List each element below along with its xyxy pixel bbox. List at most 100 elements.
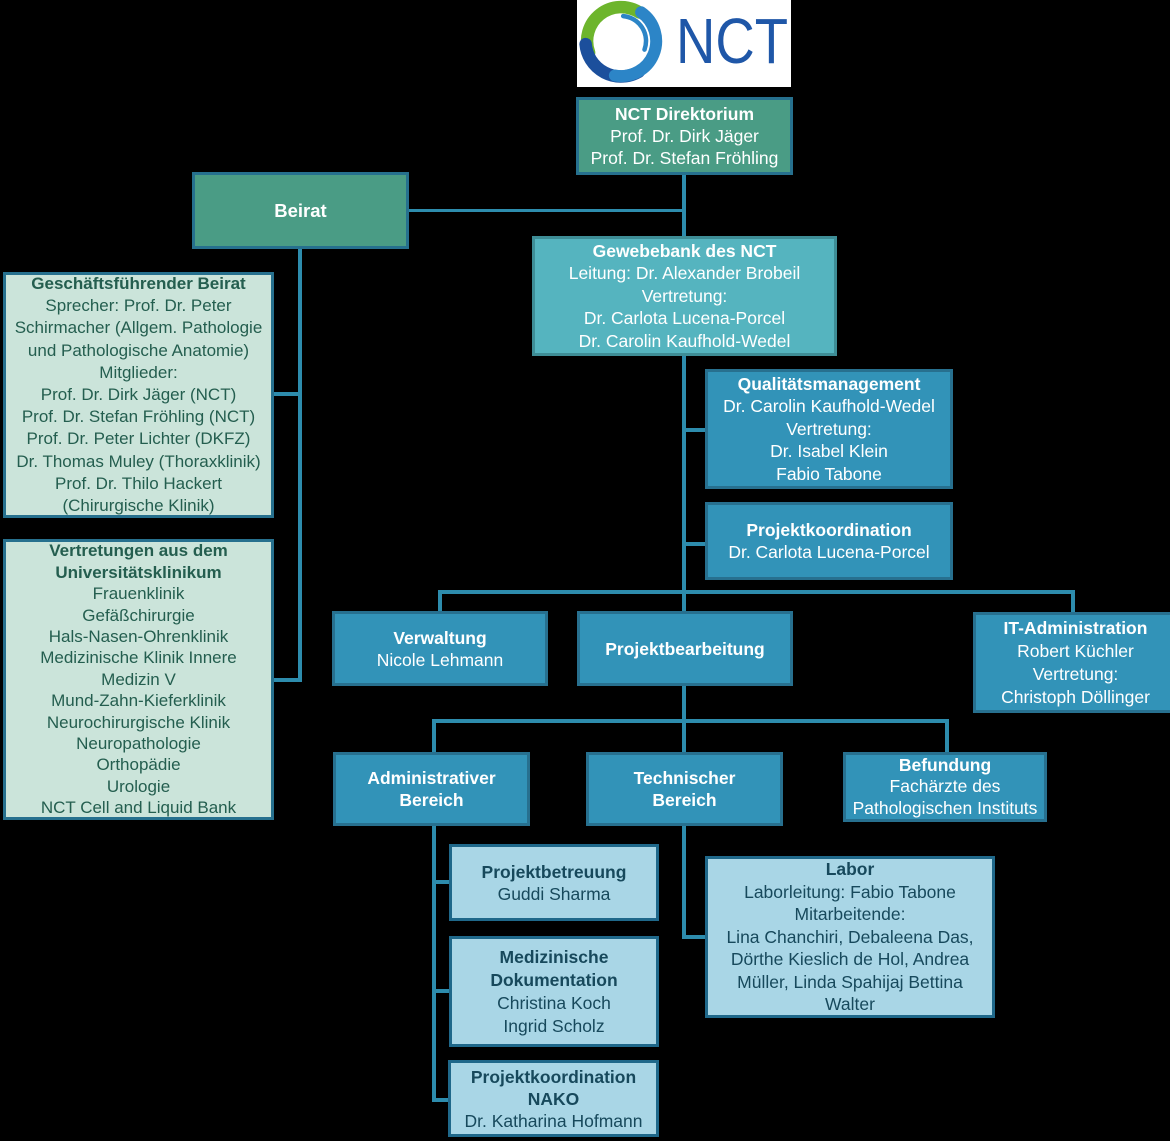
connector-projektbetreuung-stub: [436, 880, 449, 884]
box-line: Guddi Sharma: [497, 883, 611, 904]
box-line: Schirmacher (Allgem. Pathologie: [14, 318, 263, 338]
box-title: NCT Direktorium: [614, 104, 755, 124]
box-projektkoordination: Projektkoordination Dr. Carlota Lucena-P…: [705, 502, 953, 580]
connector-row1-horizontal: [438, 590, 1075, 594]
connector-beirat-horizontal: [409, 209, 683, 212]
box-line: Laborleitung: Fabio Tabone: [744, 881, 956, 902]
box-line: Walter: [825, 994, 875, 1015]
box-title: IT-Administration: [1003, 617, 1148, 638]
box-line: Prof. Dr. Peter Lichter (DKFZ): [26, 429, 251, 449]
box-title: Geschäftsführender Beirat: [31, 273, 246, 293]
box-line: Dr. Carolin Kaufhold-Wedel: [578, 330, 791, 351]
box-line: (Chirurgische Klinik): [62, 495, 215, 515]
swirl-lightblue-arc: [608, 6, 663, 83]
connector-labor-stub: [686, 935, 705, 939]
box-line: Prof. Dr. Thilo Hackert: [55, 473, 222, 493]
box-line: Dr. Carlota Lucena-Porcel: [583, 308, 786, 329]
box-line: Gefäßchirurgie: [82, 605, 195, 625]
box-projektkoordination-nako: Projektkoordination NAKO Dr. Katharina H…: [448, 1060, 659, 1137]
box-line: Dr. Carolin Kaufhold-Wedel: [723, 396, 935, 417]
box-line: Urologie: [106, 776, 171, 796]
box-line: Neuropathologie: [76, 734, 201, 754]
nct-logo: NCT: [577, 0, 791, 87]
box-line: Medizin V: [101, 669, 176, 689]
connector-admin-drop: [432, 719, 436, 752]
box-title: Projektbetreuung: [481, 861, 627, 882]
box-line: Robert Küchler: [1017, 640, 1134, 661]
box-line: Sprecher: Prof. Dr. Peter: [45, 296, 232, 316]
box-title: Medizinische: [499, 946, 609, 967]
box-line: Dr. Carlota Lucena-Porcel: [728, 542, 930, 562]
box-title: Beirat: [274, 199, 327, 221]
box-line: und Pathologische Anatomie): [27, 340, 250, 360]
box-projektbetreuung: Projektbetreuung Guddi Sharma: [449, 844, 659, 921]
box-line: Hals-Nasen-Ohrenklinik: [48, 626, 229, 646]
box-line: Vertretung:: [786, 418, 872, 439]
connector-nako-stub: [436, 1098, 449, 1102]
box-title: Verwaltung: [393, 627, 487, 648]
nct-logo-swirl-icon: NCT: [579, 0, 788, 83]
box-line: Vertretung:: [641, 285, 728, 306]
box-line: Orthopädie: [96, 755, 181, 775]
box-line: Prof. Dr. Dirk Jäger (NCT): [40, 384, 237, 404]
box-beirat: Beirat: [192, 172, 409, 249]
box-line: Dr. Isabel Klein: [770, 441, 888, 462]
box-line: Frauenklinik: [92, 584, 185, 604]
box-line: Fachärzte des: [889, 776, 1001, 797]
connector-technischer-down: [682, 826, 686, 939]
box-title: Dokumentation: [490, 969, 618, 990]
box-title: Administrativer: [367, 768, 496, 788]
nct-logo-text: NCT: [676, 5, 788, 77]
box-line: Nicole Lehmann: [376, 649, 504, 670]
box-title: Qualitätsmanagement: [737, 373, 921, 394]
box-verwaltung: Verwaltung Nicole Lehmann: [332, 611, 548, 686]
connector-direktorium-gewebebank: [682, 175, 686, 236]
box-nct-direktorium: NCT Direktorium Prof. Dr. Dirk Jäger Pro…: [576, 97, 793, 175]
box-technischer-bereich: Technischer Bereich: [586, 752, 783, 826]
connector-projektkoordination-stub: [686, 542, 705, 546]
box-medizinische-dokumentation: Medizinische Dokumentation Christina Koc…: [449, 936, 659, 1047]
box-line: Prof. Dr. Dirk Jäger: [610, 126, 759, 146]
connector-befundung-drop: [945, 719, 949, 752]
box-labor: Labor Laborleitung: Fabio Tabone Mitarbe…: [705, 856, 995, 1018]
box-title: Bereich: [399, 790, 464, 810]
box-title: Projektkoordination: [470, 1066, 637, 1087]
box-line: Müller, Linda Spahijaj Bettina: [737, 971, 963, 992]
nct-swirl-arcs: [579, 0, 663, 83]
box-title: Gewebebank des NCT: [592, 240, 777, 261]
box-title: Befundung: [898, 754, 992, 775]
box-line: Mitarbeitende:: [794, 904, 906, 925]
box-gewebebank-des-nct: Gewebebank des NCT Leitung: Dr. Alexande…: [532, 236, 837, 356]
box-projektbearbeitung: Projektbearbeitung: [577, 611, 793, 686]
box-line: Dr. Katharina Hofmann: [464, 1110, 643, 1131]
connector-row2-horizontal: [432, 719, 949, 723]
box-qualitaetsmanagement: Qualitätsmanagement Dr. Carolin Kaufhold…: [705, 369, 953, 489]
box-title: Bereich: [652, 790, 717, 810]
box-title: Universitätsklinikum: [55, 562, 222, 582]
connector-admin-down: [432, 826, 436, 1102]
box-line: Christoph Döllinger: [1001, 686, 1150, 707]
box-geschaeftsfuehrender-beirat: Geschäftsführender Beirat Sprecher: Prof…: [3, 272, 274, 518]
box-line: Leitung: Dr. Alexander Brobeil: [568, 263, 801, 284]
box-title: Projektbearbeitung: [605, 638, 765, 659]
swirl-inner-thin-arc: [620, 13, 649, 52]
connector-gfbeirat-stub: [274, 392, 299, 396]
connector-vertretungen-stub: [274, 678, 299, 682]
box-title: Labor: [825, 858, 875, 879]
connector-verwaltung-drop: [438, 590, 442, 611]
box-line: Vertretung:: [1032, 663, 1119, 684]
box-line: Mund-Zahn-Kieferklinik: [51, 691, 226, 711]
box-vertretungen-universitaetsklinikum: Vertretungen aus dem Universitätskliniku…: [3, 539, 274, 820]
box-line: Pathologischen Instituts: [852, 797, 1038, 818]
box-line: Prof. Dr. Stefan Fröhling: [590, 148, 779, 168]
box-line: NCT Cell and Liquid Bank: [40, 798, 237, 818]
connector-qualitaetsmanagement-stub: [686, 428, 705, 432]
connector-beirat-vertical: [298, 249, 302, 682]
box-befundung: Befundung Fachärzte des Pathologischen I…: [843, 752, 1047, 822]
box-line: Mitglieder:: [99, 362, 178, 382]
box-it-administration: IT-Administration Robert Küchler Vertret…: [973, 612, 1170, 713]
box-title: Projektkoordination: [746, 520, 912, 540]
swirl-green-arc: [580, 0, 646, 59]
box-title: Vertretungen aus dem: [49, 541, 228, 561]
